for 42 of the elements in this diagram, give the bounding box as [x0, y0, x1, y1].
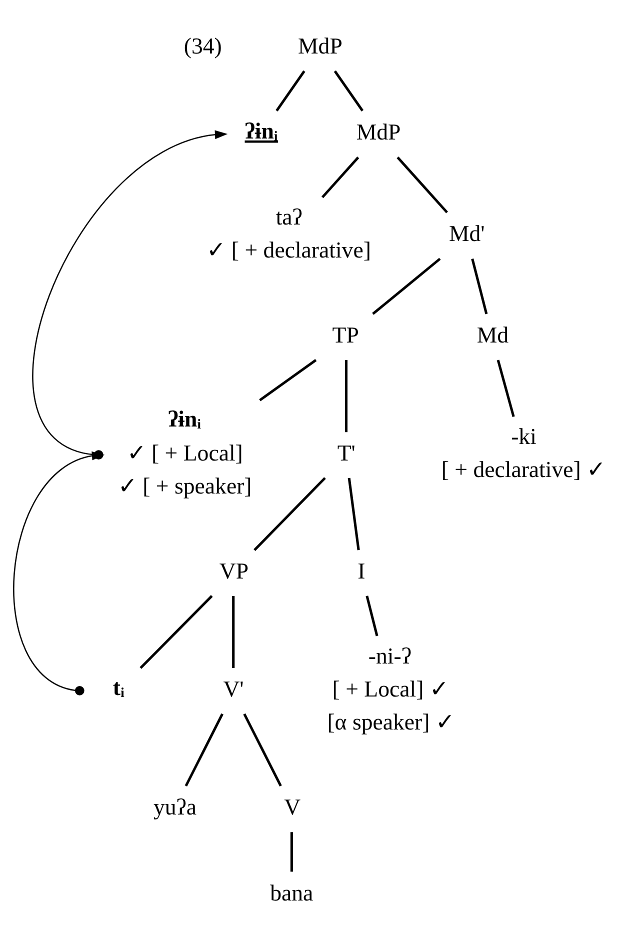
node-text: Md [476, 322, 509, 348]
connector [259, 359, 317, 402]
connector [243, 713, 282, 787]
node-label: [ + Local] ✓ [332, 676, 448, 702]
node-label: ✓ [ + speaker] [118, 474, 252, 499]
connector [496, 360, 515, 418]
node-text: ʔɨnᵢ [168, 406, 202, 432]
connector [321, 156, 360, 198]
node-text: Md' [448, 221, 485, 246]
node-text: MdP [356, 120, 401, 145]
node-text: -ni-ʔ [368, 644, 412, 669]
connector [372, 258, 441, 315]
node-text: taʔ [276, 204, 302, 230]
node-text: V [284, 794, 301, 820]
node-text: TP [332, 322, 359, 348]
node-label: ✓ [ + Local] [126, 440, 243, 466]
label: (34) [184, 33, 222, 58]
connector [232, 596, 235, 668]
connector [348, 478, 360, 550]
connector [290, 832, 293, 872]
node-text: T' [337, 440, 356, 466]
connector [254, 477, 326, 551]
connector [396, 156, 448, 214]
node-text: -ki [511, 424, 536, 450]
connector [140, 595, 213, 669]
connector [184, 713, 224, 787]
connector [334, 70, 364, 112]
node-label: [α speaker] ✓ [327, 709, 454, 734]
node-text: yuʔa [153, 794, 197, 820]
node-text: MdP [298, 33, 342, 58]
node-text: V' [223, 676, 244, 702]
node-label: ✓ [ + declarative] [206, 238, 371, 263]
connector [276, 70, 306, 112]
node-text: tᵢ [112, 675, 125, 700]
node-text: I [358, 558, 366, 584]
node-text: bana [270, 880, 314, 906]
connector [471, 258, 488, 314]
connector [344, 360, 348, 432]
node-label: [ + declarative] ✓ [441, 457, 606, 482]
node-text: ʔɨnᵢ [244, 118, 278, 144]
connector [366, 596, 378, 636]
node-text: VP [219, 558, 249, 584]
